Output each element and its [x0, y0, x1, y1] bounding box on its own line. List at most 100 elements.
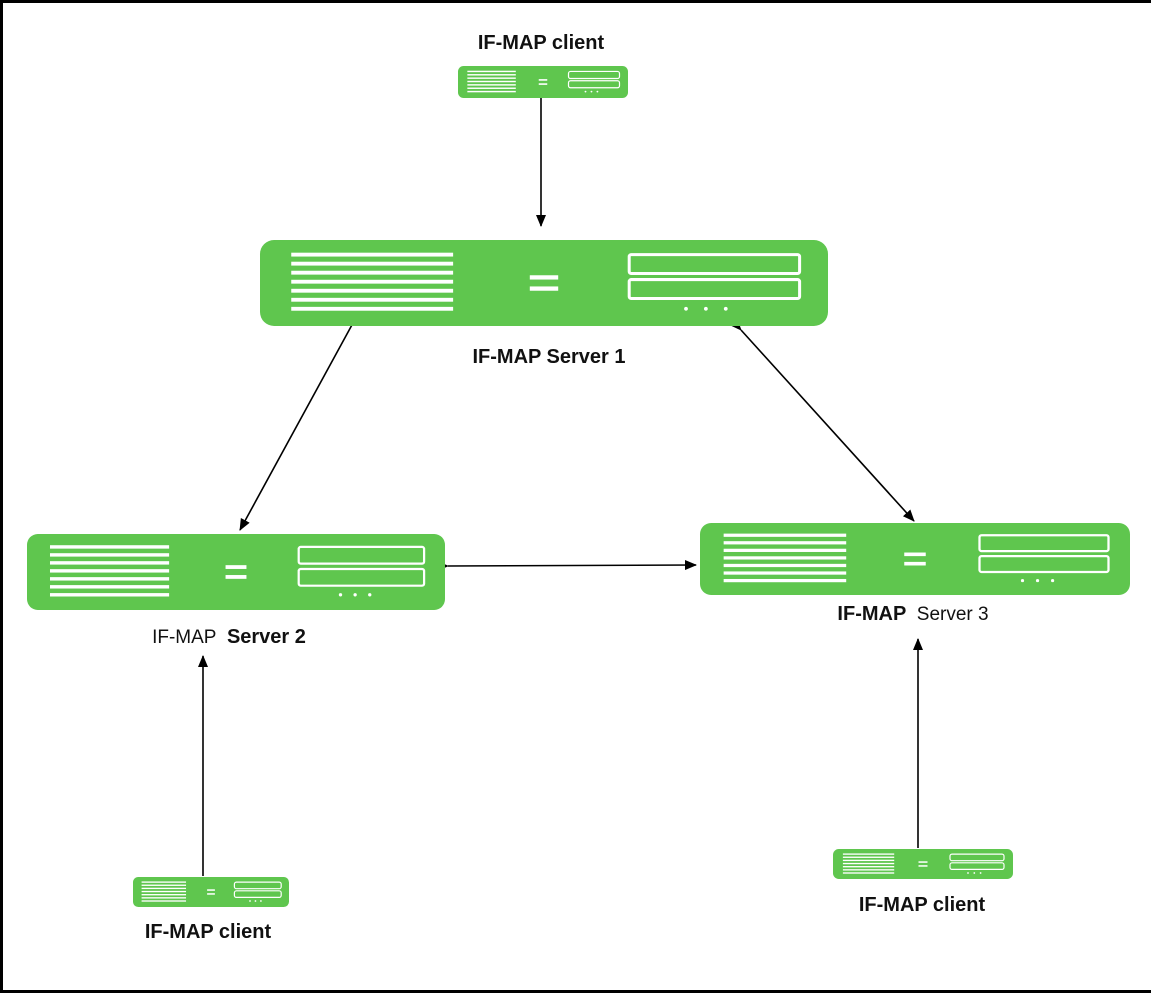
client-bottom-left-device-status-dot — [249, 900, 251, 902]
server1-device-drive-bay-1 — [627, 253, 802, 276]
client-bottom-left-device-drive-bay-1 — [233, 881, 282, 890]
server1-device-status-dot — [723, 306, 728, 311]
server3-device — [700, 523, 1130, 595]
server3-device-vent-line — [723, 578, 847, 583]
client-bottom-left-device-vent-line — [141, 900, 187, 902]
client-bottom-right-device-status-dot — [973, 872, 976, 874]
server3-device-body — [700, 523, 1130, 595]
server2-label: IF-MAP Server 2 — [152, 626, 306, 648]
client-bottom-right-label: IF-MAP client — [859, 894, 986, 916]
client-bottom-right-device-vent-line — [842, 866, 895, 868]
client-top-label: IF-MAP client — [478, 32, 605, 54]
client-top-device-equals-top — [538, 79, 548, 81]
client-bottom-right-device-vent-line — [842, 872, 895, 874]
client-bottom-right-device — [833, 849, 1013, 879]
client-bottom-left-device-body — [133, 877, 289, 907]
server2-device-vent-line — [49, 545, 170, 549]
server1-device-status-dot — [684, 306, 688, 311]
client-bottom-left-device-vent-line — [141, 881, 187, 883]
client-bottom-left-device-equals-bottom — [207, 893, 215, 895]
server3-device-drive-bay-2 — [978, 554, 1110, 574]
client-bottom-left-device-status-dot — [254, 900, 257, 902]
client-bottom-left-device-drive-bay-2 — [233, 890, 282, 898]
server3-device-vent-line — [723, 556, 847, 560]
connectors — [198, 96, 923, 876]
server2-device-equals-bottom — [225, 575, 247, 579]
client-top-device-vent-line — [467, 87, 516, 89]
client-top-device-status-dot — [590, 90, 593, 93]
server2-device-vent-line — [49, 585, 170, 589]
server3-device-vent-line — [723, 541, 847, 545]
server2-device — [27, 534, 445, 610]
client-top-device-equals-bottom — [538, 83, 548, 85]
client-bottom-right-device-vent-line — [842, 869, 895, 871]
client-bottom-right-device-status-dot — [967, 872, 969, 874]
client-top-device-drive-bay-1 — [567, 70, 621, 80]
server3-label: IF-MAP Server 3 — [837, 603, 988, 625]
labels: IF-MAP client IF-MAP Server 1 IF-MAP Ser… — [145, 32, 989, 943]
client-bottom-right-device-body — [833, 849, 1013, 879]
server1-device — [260, 240, 828, 326]
server2-label-prefix: IF-MAP — [152, 627, 216, 648]
server3-label-prefix: IF-MAP — [837, 603, 906, 625]
client-top-device-vent-line — [467, 77, 516, 79]
client-top-device — [458, 66, 628, 98]
client-bottom-right-device-drive-bay-2 — [949, 862, 1005, 870]
client-top-device-vent-line — [467, 74, 516, 76]
server3-device-status-dot — [1051, 579, 1055, 583]
server2-device-vent-line — [49, 561, 170, 565]
edge-server1-server3 — [729, 318, 915, 522]
server3-device-vent-line — [723, 533, 847, 537]
server1-device-status-dot — [703, 306, 708, 311]
server2-device-vent-line — [49, 569, 170, 573]
client-top-device-body — [458, 66, 628, 98]
client-bottom-right-device-vent-line — [842, 856, 895, 858]
client-bottom-left-device-vent-line — [141, 887, 187, 890]
server1-device-vent-line — [291, 306, 454, 311]
server3-label-suffix: Server 3 — [917, 604, 989, 625]
server1-device-vent-line — [291, 270, 454, 275]
client-top-device-drive-bay-2 — [567, 80, 621, 89]
client-bottom-right-device-drive-bay-1 — [949, 853, 1005, 862]
server1-device-equals-bottom — [529, 286, 559, 291]
server2-device-vent-line — [49, 593, 170, 597]
client-bottom-left-label: IF-MAP client — [145, 921, 272, 943]
server2-label-suffix: Server 2 — [227, 626, 306, 648]
server1-device-vent-line — [291, 261, 454, 266]
client-top-device-status-dot — [584, 90, 587, 93]
client-bottom-left-device-equals-top — [207, 889, 215, 891]
client-bottom-left-device — [133, 877, 289, 907]
server1-device-vent-line — [291, 297, 454, 302]
server1-label: IF-MAP Server 1 — [472, 346, 625, 368]
server1-device-drive-bay-2 — [627, 278, 802, 300]
client-bottom-left-device-vent-line — [141, 884, 187, 886]
client-bottom-left-device-vent-line — [141, 894, 187, 896]
client-bottom-right-device-status-dot — [979, 872, 982, 874]
client-bottom-left-device-vent-line — [141, 890, 187, 893]
client-top-device-vent-line — [467, 84, 516, 86]
server1-device-equals-top — [529, 275, 559, 280]
server3-device-vent-line — [723, 571, 847, 575]
client-bottom-right-device-equals-bottom — [918, 865, 928, 867]
server3-device-vent-line — [723, 563, 847, 568]
server2-device-status-dot — [368, 593, 372, 597]
edge-server1-server2 — [239, 310, 363, 531]
server2-device-body — [27, 534, 445, 610]
server1-device-body — [260, 240, 828, 326]
client-top-device-vent-line — [467, 90, 516, 93]
server3-device-equals-bottom — [904, 561, 926, 566]
client-bottom-right-device-vent-line — [842, 853, 895, 855]
server2-device-status-dot — [338, 593, 343, 597]
server1-device-vent-line — [291, 288, 454, 293]
server2-device-equals-top — [225, 565, 247, 569]
edge-server2-server3 — [436, 560, 697, 572]
server3-device-status-dot — [1020, 579, 1025, 583]
client-top-device-vent-line — [467, 80, 516, 83]
server3-device-status-dot — [1035, 579, 1040, 583]
server2-device-drive-bay-2 — [297, 567, 426, 587]
server1-device-vent-line — [291, 252, 454, 257]
devices — [27, 66, 1130, 907]
server2-device-status-dot — [353, 593, 357, 597]
